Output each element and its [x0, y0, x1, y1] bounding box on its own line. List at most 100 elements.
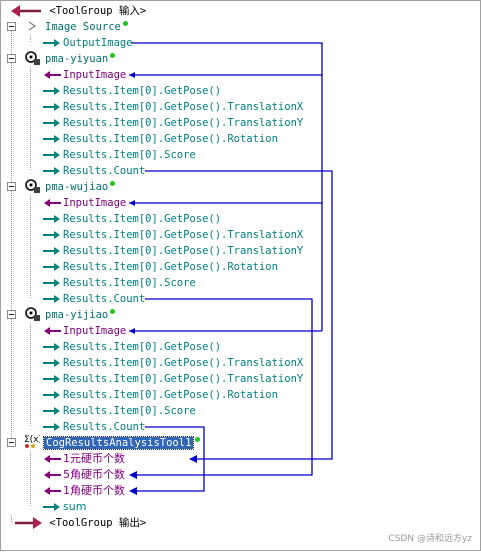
- output-arrow-icon: [43, 215, 60, 223]
- status-ok-dot: [110, 309, 116, 314]
- pma_wujiao-output-row[interactable]: Results.Item[0].GetPose().Rotation: [43, 259, 278, 275]
- pma_wujiao-output-row[interactable]: Results.Item[0].GetPose().TranslationX: [43, 227, 304, 243]
- pma_yijiao-output-row[interactable]: Results.Item[0].GetPose().TranslationX: [43, 355, 304, 371]
- output-arrow-icon: [43, 263, 60, 271]
- collapse-image-source-toggle[interactable]: [7, 22, 16, 31]
- output-terminal-label: Results.Count: [63, 165, 146, 177]
- output-arrow-icon: [43, 503, 60, 511]
- output-arrow-icon: [43, 103, 60, 111]
- output-terminal-label: Results.Item[0].Score: [63, 277, 196, 289]
- pma_wujiao-output-row[interactable]: Results.Item[0].GetPose().TranslationY: [43, 243, 303, 259]
- pma_yiyuan-output-row[interactable]: Results.Item[0].GetPose().TranslationX: [43, 99, 304, 115]
- output-terminal-label: Results.Item[0].GetPose().TranslationX: [63, 101, 304, 113]
- output-terminal-label: OutputImage: [63, 37, 133, 49]
- pma_wujiao-node[interactable]: pma-wujiao: [45, 179, 116, 195]
- output-terminal-label: Results.Item[0].GetPose().Rotation: [63, 261, 278, 273]
- pma_yijiao-output-row[interactable]: Results.Item[0].GetPose(): [43, 339, 221, 355]
- pma_yijiao-output-row[interactable]: Results.Item[0].Score: [43, 403, 196, 419]
- toolgroup-output-row[interactable]: <ToolGroup 输出>: [13, 515, 146, 531]
- output-arrow-icon: [43, 119, 60, 127]
- output-arrow-icon: [43, 151, 60, 159]
- output-terminal-label: Results.Item[0].GetPose().TranslationY: [63, 117, 304, 129]
- toolgroup-input-arrow-icon: [11, 5, 41, 17]
- output-arrow-icon: [43, 407, 60, 415]
- input-arrow-icon: [44, 455, 61, 463]
- tool-name-label: pma-yijiao: [45, 309, 109, 321]
- output-arrow-icon: [43, 135, 60, 143]
- tool-name-label: pma-wujiao: [45, 181, 109, 193]
- collapse-results-tool-toggle[interactable]: [7, 438, 16, 447]
- output-arrow-icon: [43, 423, 60, 431]
- results-input-row[interactable]: 1元硬币个数: [44, 451, 125, 467]
- output-arrow-icon: [43, 39, 60, 47]
- output-terminal-label: Results.Item[0].Score: [63, 149, 196, 161]
- svg-text:Σ(x): Σ(x): [24, 435, 40, 445]
- output-arrow-icon: [43, 359, 60, 367]
- collapse-pma_yiyuan-toggle[interactable]: [7, 54, 16, 63]
- toolgroup-input-row[interactable]: <ToolGroup 输入>: [9, 3, 146, 19]
- pma_yiyuan-output-row[interactable]: Results.Count: [43, 163, 146, 179]
- pma_yijiao-output-row[interactable]: Results.Item[0].GetPose().TranslationY: [43, 371, 304, 387]
- results-input-row[interactable]: 5角硬币个数: [44, 467, 125, 483]
- output-terminal-label: Results.Count: [63, 421, 146, 433]
- output-terminal-label: Results.Item[0].GetPose().Rotation: [63, 133, 278, 145]
- pma_yiyuan-input-row[interactable]: InputImage: [44, 67, 126, 83]
- toolgroup-output-label: <ToolGroup 输出>: [49, 517, 147, 529]
- status-ok-dot: [110, 53, 116, 58]
- output-arrow-icon: [43, 343, 60, 351]
- status-ok-dot: [122, 21, 128, 26]
- pma_wujiao-output-row[interactable]: Results.Item[0].Score: [43, 275, 196, 291]
- pma_yiyuan-output-row[interactable]: Results.Item[0].GetPose().TranslationY: [43, 115, 304, 131]
- output-arrow-icon: [43, 279, 60, 287]
- pma_yijiao-output-row[interactable]: Results.Count: [43, 419, 146, 435]
- results-analysis-tool-icon: Σ(x): [24, 435, 40, 448]
- input-arrow-icon: [44, 199, 61, 207]
- image-source-node[interactable]: Image Source: [45, 19, 128, 35]
- pma_yiyuan-output-row[interactable]: Results.Item[0].GetPose(): [43, 83, 222, 99]
- pattern-match-tool-icon: [25, 307, 40, 321]
- output-terminal-label: Results.Item[0].GetPose().TranslationX: [63, 357, 304, 369]
- pma_yijiao-node[interactable]: pma-yijiao: [45, 307, 116, 323]
- collapse-pma_wujiao-toggle[interactable]: [7, 182, 16, 191]
- results-sum-output-row[interactable]: sum: [43, 499, 86, 515]
- status-ok-dot: [110, 181, 116, 186]
- output-arrow-icon: [43, 295, 60, 303]
- status-ok-dot: [195, 437, 201, 442]
- collapse-pma_yijiao-toggle[interactable]: [7, 310, 16, 319]
- output-terminal-label: Results.Item[0].GetPose().TranslationY: [63, 373, 304, 385]
- pma_yiyuan-output-row[interactable]: Results.Item[0].GetPose().Rotation: [43, 131, 278, 147]
- input-terminal-label: 1角硬币个数: [63, 484, 125, 497]
- output-arrow-icon: [43, 231, 60, 239]
- pma_wujiao-input-row[interactable]: InputImage: [44, 195, 127, 211]
- input-terminal-label: InputImage: [63, 197, 127, 209]
- input-arrow-icon: [44, 327, 61, 335]
- input-arrow-icon: [44, 471, 61, 479]
- pma_wujiao-output-row[interactable]: Results.Item[0].GetPose(): [43, 211, 222, 227]
- image-source-output-row[interactable]: OutputImage: [43, 35, 133, 51]
- results-analysis-tool-node[interactable]: CogResultsAnalysisTool1: [42, 435, 201, 451]
- pma_yijiao-input-row[interactable]: InputImage: [44, 323, 127, 339]
- output-terminal-label: Results.Item[0].GetPose(): [63, 213, 222, 225]
- pma_yiyuan-node[interactable]: pma-yiyuan: [45, 51, 116, 67]
- pattern-match-tool-icon: [25, 51, 40, 65]
- output-arrow-icon: [43, 391, 60, 399]
- pma_yiyuan-output-row[interactable]: Results.Item[0].Score: [43, 147, 196, 163]
- pma_yijiao-output-row[interactable]: Results.Item[0].GetPose().Rotation: [43, 387, 278, 403]
- output-arrow-icon: [43, 87, 60, 95]
- output-terminal-label: Results.Item[0].GetPose().Rotation: [63, 389, 278, 401]
- image-source-label: Image Source: [45, 21, 121, 33]
- toolgroup-input-label: <ToolGroup 输入>: [49, 5, 147, 17]
- input-terminal-label: 5角硬币个数: [63, 468, 125, 481]
- input-terminal-label: InputImage: [63, 325, 127, 337]
- input-arrow-icon: [44, 487, 61, 495]
- results-input-row[interactable]: 1角硬币个数: [44, 483, 125, 499]
- input-arrow-icon: [44, 71, 61, 79]
- pma_wujiao-output-row[interactable]: Results.Count: [43, 291, 146, 307]
- output-terminal-label: Results.Item[0].GetPose(): [63, 85, 222, 97]
- output-terminal-label: Results.Item[0].GetPose().TranslationX: [63, 229, 304, 241]
- output-terminal-label: Results.Item[0].Score: [63, 405, 196, 417]
- output-terminal-label: Results.Count: [63, 293, 146, 305]
- image-source-icon: [28, 21, 37, 31]
